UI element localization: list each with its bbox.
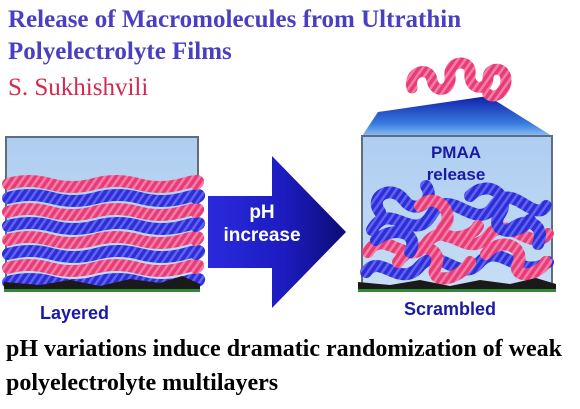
arrow-label-line2: increase: [223, 225, 300, 246]
author-name: S. Sukhishvili: [8, 74, 149, 101]
release-roof: [362, 96, 552, 136]
ph-increase-arrow: pH increase: [208, 156, 346, 308]
scrambled-film-container: PMAA release: [358, 57, 556, 292]
slide-caption: pH variations induce dramatic randomizat…: [6, 336, 562, 396]
arrow-label-line1: pH: [249, 202, 274, 223]
released-pmaa-coil: [406, 57, 512, 102]
layered-film-container: [2, 136, 205, 292]
scrambled-label: Scrambled: [404, 299, 496, 319]
scrambled-chains: [360, 180, 554, 285]
slide-title: Release of Macromolecules from Ultrathin…: [8, 6, 462, 65]
left-substrate: [4, 276, 200, 290]
layered-label: Layered: [40, 303, 109, 323]
right-substrate: [358, 278, 556, 290]
release-label-line2: release: [427, 165, 486, 184]
release-label-line1: PMAA: [431, 143, 481, 162]
layered-chains: [2, 175, 205, 291]
